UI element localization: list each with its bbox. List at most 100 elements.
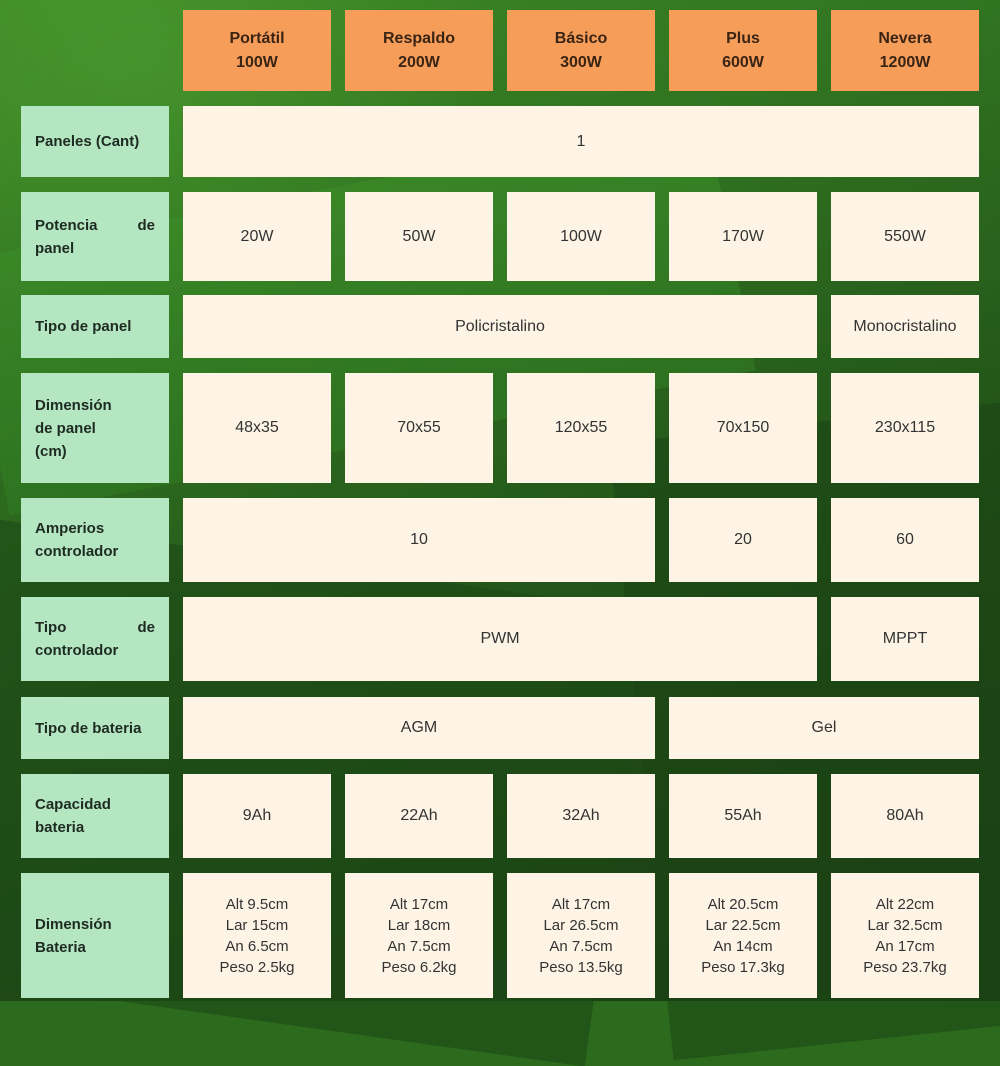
cell-value: 22Ah — [400, 807, 438, 824]
cell-value: Policristalino — [455, 317, 545, 335]
cell-value: Monocristalino — [853, 317, 957, 335]
cell-line: Alt 17cm — [389, 895, 449, 913]
row-label-text: Paneles (Cant) — [35, 133, 140, 150]
cell-dimension-panel-plus: 70x150 — [669, 373, 817, 483]
cell-value: 120x55 — [554, 419, 608, 436]
cell-line: Peso 2.5kg — [219, 958, 295, 976]
cell-line: Lar 18cm — [387, 916, 451, 934]
cell-line: Alt 17cm — [551, 895, 611, 913]
cell-tipo-panel-monocristalino: Monocristalino — [831, 295, 979, 358]
cell-line: An 7.5cm — [549, 937, 613, 955]
row-label-text: Potencia de panel — [35, 216, 155, 257]
column-watts: 600W — [722, 53, 764, 71]
cell-dimension-panel-respaldo: 70x55 — [345, 373, 493, 483]
cell-dimension-bateria-nevera: Alt 22cm Lar 32.5cm An 17cm Peso 23.7kg — [831, 873, 979, 998]
column-watts: 200W — [398, 53, 440, 71]
column-name: Básico — [554, 29, 608, 47]
row-label-text: Tipo de bateria — [35, 719, 142, 737]
cell-line: Peso 6.2kg — [381, 958, 457, 976]
cell-line: An 6.5cm — [225, 937, 289, 955]
cell-value: PWM — [480, 630, 520, 647]
cell-capacidad-basico: 32Ah — [507, 774, 655, 858]
column-header-portatil: Portátil 100W — [183, 10, 331, 91]
column-name: Respaldo — [382, 29, 455, 47]
row-label-tipo-controlador: Tipo de controlador — [21, 597, 169, 681]
column-watts: 1200W — [879, 53, 931, 71]
cell-dimension-bateria-basico: Alt 17cm Lar 26.5cm An 7.5cm Peso 13.5kg — [507, 873, 655, 998]
cell-potencia-portatil: 20W — [183, 192, 331, 281]
cell-tipo-bateria-agm: AGM — [183, 697, 655, 759]
cell-value: Gel — [811, 719, 837, 736]
cell-amperios-20: 20 — [669, 498, 817, 582]
row-label-capacidad: Capacidad bateria — [21, 774, 169, 858]
cell-value: 1 — [576, 132, 586, 150]
cell-value: 50W — [402, 227, 436, 245]
row-label-line: controlador — [35, 543, 119, 560]
cell-line: Lar 32.5cm — [867, 916, 943, 934]
column-name: Portátil — [229, 29, 285, 47]
row-label-line: (cm) — [35, 442, 67, 460]
cell-value: 48x35 — [235, 419, 279, 436]
cell-value: 170W — [722, 227, 764, 245]
cell-line: Peso 17.3kg — [701, 958, 785, 976]
row-label-text: Tipo de panel — [35, 318, 132, 335]
cell-paneles-all: 1 — [183, 106, 979, 177]
row-label-line: Dimensión — [35, 915, 112, 933]
cell-line: An 17cm — [875, 937, 935, 955]
row-label-line: Bateria — [35, 938, 86, 956]
cell-line: Peso 13.5kg — [539, 958, 623, 976]
row-label-line: Capacidad — [35, 796, 111, 813]
cell-line: Peso 23.7kg — [863, 958, 947, 976]
cell-tipo-controlador-pwm: PWM — [183, 597, 817, 681]
cell-value: 32Ah — [562, 807, 600, 824]
cell-value: 60 — [896, 531, 914, 548]
cell-capacidad-plus: 55Ah — [669, 774, 817, 858]
cell-value: 70x55 — [397, 419, 441, 436]
cell-dimension-bateria-respaldo: Alt 17cm Lar 18cm An 7.5cm Peso 6.2kg — [345, 873, 493, 998]
cell-amperios-60: 60 — [831, 498, 979, 582]
cell-capacidad-portatil: 9Ah — [183, 774, 331, 858]
cell-value: 550W — [884, 227, 926, 245]
cell-line: Lar 26.5cm — [543, 916, 619, 934]
cell-line: Alt 9.5cm — [225, 895, 289, 913]
row-label-line: de panel — [35, 419, 96, 437]
row-label-paneles: Paneles (Cant) — [21, 106, 169, 177]
column-name: Nevera — [878, 29, 932, 47]
row-label-tipo-panel: Tipo de panel — [21, 295, 169, 358]
cell-value: 20 — [734, 531, 752, 548]
cell-potencia-nevera: 550W — [831, 192, 979, 281]
cell-dimension-bateria-plus: Alt 20.5cm Lar 22.5cm An 14cm Peso 17.3k… — [669, 873, 817, 998]
row-label-potencia: Potencia de panel — [21, 192, 169, 281]
cell-value: 230x115 — [874, 419, 936, 436]
cell-dimension-bateria-portatil: Alt 9.5cm Lar 15cm An 6.5cm Peso 2.5kg — [183, 873, 331, 998]
row-label-dimension-bateria: Dimensión Bateria — [21, 873, 169, 998]
cell-value: MPPT — [882, 630, 928, 647]
row-label-line: Amperios — [35, 520, 105, 537]
cell-potencia-respaldo: 50W — [345, 192, 493, 281]
cell-line: Alt 22cm — [875, 895, 935, 913]
cell-potencia-basico: 100W — [507, 192, 655, 281]
cell-tipo-bateria-gel: Gel — [669, 697, 979, 759]
cell-value: 100W — [560, 227, 602, 245]
column-watts: 300W — [560, 53, 602, 71]
column-header-basico: Básico 300W — [507, 10, 655, 91]
cell-capacidad-nevera: 80Ah — [831, 774, 979, 858]
column-header-plus: Plus 600W — [669, 10, 817, 91]
row-label-dimension-panel: Dimensión de panel (cm) — [21, 373, 169, 483]
cell-dimension-panel-nevera: 230x115 — [831, 373, 979, 483]
cell-line: An 14cm — [713, 937, 773, 955]
cell-dimension-panel-portatil: 48x35 — [183, 373, 331, 483]
cell-value: 9Ah — [242, 807, 272, 824]
cell-value: AGM — [400, 719, 438, 736]
column-header-nevera: Nevera 1200W — [831, 10, 979, 91]
cell-capacidad-respaldo: 22Ah — [345, 774, 493, 858]
row-label-amperios: Amperios controlador — [21, 498, 169, 582]
cell-amperios-10: 10 — [183, 498, 655, 582]
column-header-respaldo: Respaldo 200W — [345, 10, 493, 91]
cell-value: 10 — [410, 531, 428, 548]
cell-value: 55Ah — [724, 807, 762, 824]
cell-value: 80Ah — [886, 807, 924, 824]
cell-line: An 7.5cm — [387, 937, 451, 955]
cell-dimension-panel-basico: 120x55 — [507, 373, 655, 483]
row-label-text: Tipo de controlador — [35, 619, 155, 659]
